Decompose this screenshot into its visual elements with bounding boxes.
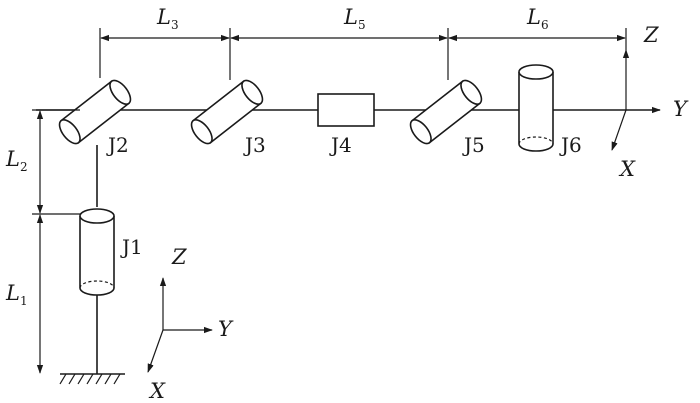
tool-frame-x-label: X xyxy=(618,157,636,181)
dimension-label-l6: L6 xyxy=(526,5,549,32)
base-coordinate-frame xyxy=(147,277,213,373)
joint-j1-cylinder xyxy=(79,208,115,296)
joint-j5-cylinder xyxy=(409,79,483,145)
joint-label-j4: J4 xyxy=(329,133,352,157)
dimension-label-l1: L1 xyxy=(5,281,28,308)
dimension-extension-lines xyxy=(99,28,627,80)
joint-label-j5: J5 xyxy=(462,133,485,157)
dimension-label-l5: L5 xyxy=(343,5,366,32)
joint-j3-cylinder xyxy=(190,79,264,145)
base-frame-y-label: Y xyxy=(218,317,234,341)
joint-label-j6: J6 xyxy=(559,133,582,157)
joint-label-j2: J2 xyxy=(106,133,129,157)
tool-coordinate-frame xyxy=(611,49,630,151)
joint-j2-cylinder xyxy=(58,79,132,145)
dimension-label-l2: L2 xyxy=(5,147,28,174)
tool-frame-z-label: Z xyxy=(643,23,659,47)
joint-label-j1: J1 xyxy=(120,235,143,259)
dimension-label-l3: L3 xyxy=(156,5,179,32)
tool-frame-y-label: Y xyxy=(673,97,689,121)
ground-base xyxy=(59,373,125,385)
base-frame-z-label: Z xyxy=(171,245,187,269)
joint-j6-cylinder xyxy=(518,64,554,152)
joint-label-j3: J3 xyxy=(243,133,266,157)
base-frame-x-label: X xyxy=(148,379,166,403)
joint-j4-box xyxy=(317,93,375,127)
